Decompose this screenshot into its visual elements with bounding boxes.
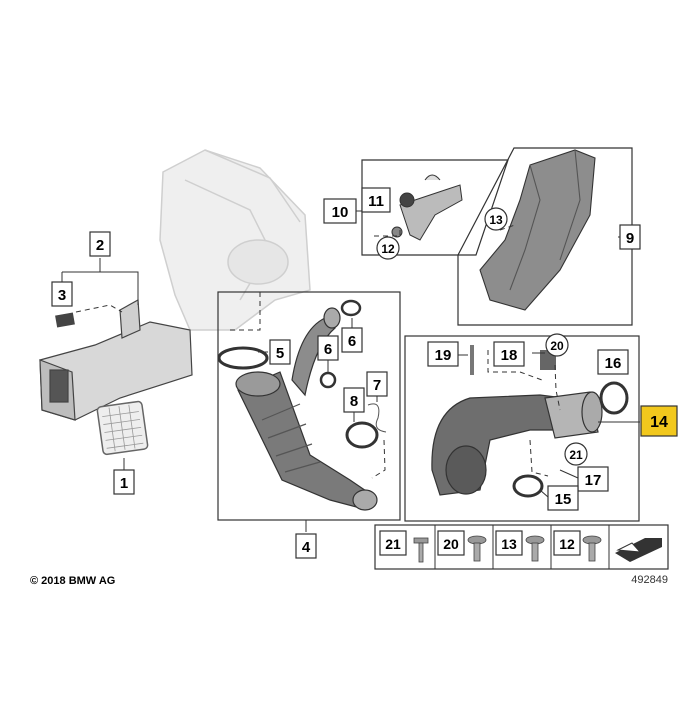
svg-text:14: 14 [650,414,668,431]
part-5-clamp [217,346,269,370]
callout-13-circle: 13 [484,207,508,231]
svg-text:5: 5 [276,345,284,362]
part-6-oring [319,371,337,389]
svg-text:15: 15 [555,491,572,508]
callout-19: 19 [427,341,459,367]
callout-5: 5 [269,339,291,365]
dashed-leaders [75,224,561,479]
callout-11: 11 [361,187,391,213]
part-1-filter [96,400,149,456]
bolt-icon [582,535,602,562]
svg-text:21: 21 [385,536,401,552]
callout-6: 6 [317,335,339,361]
part-6-oring-top [340,299,362,317]
svg-text:2: 2 [96,237,104,254]
svg-text:13: 13 [501,536,517,552]
legend-cell-13: 13 [495,530,545,562]
svg-text:11: 11 [368,193,384,210]
callout-10: 10 [323,198,357,224]
group-box-9 [457,147,633,326]
callout-3: 3 [51,281,73,307]
svg-text:1: 1 [120,475,128,492]
group-box-14 [404,335,640,522]
callout-7: 7 [366,371,388,397]
intake-duct [39,299,193,421]
svg-text:6: 6 [324,341,332,358]
svg-text:18: 18 [501,347,518,364]
callout-17: 17 [577,466,609,492]
svg-text:17: 17 [585,472,602,489]
svg-text:7: 7 [373,377,381,394]
callout-15: 15 [547,485,579,511]
screw-icon [413,537,429,563]
group-box-10 [361,159,509,256]
svg-text:21: 21 [569,448,583,462]
box-10-parts [391,174,463,241]
callout-1: 1 [113,469,135,495]
part-15-oring [512,474,544,498]
legend-cell-20: 20 [437,530,487,562]
callout-21-circle: 21 [564,442,588,466]
svg-text:6: 6 [348,333,356,350]
part-16-oring [599,381,629,415]
callout-8: 8 [343,387,365,413]
part-8-oring [345,421,379,449]
callout-14-highlight: 14 [640,405,678,437]
part-7-clip [367,403,387,433]
svg-text:12: 12 [381,242,395,256]
callout-20-circle: 20 [545,333,569,357]
callout-18: 18 [493,341,525,367]
callout-6-top: 6 [341,327,363,353]
svg-text:12: 12 [559,536,575,552]
callout-16: 16 [597,349,629,375]
part-19-sensor [470,345,474,375]
callout-2: 2 [89,231,111,257]
legend-cell-12: 12 [553,530,602,562]
svg-text:20: 20 [443,536,459,552]
svg-text:13: 13 [489,213,503,227]
svg-text:20: 20 [550,339,564,353]
legend-strip: 21 20 13 12 [374,524,669,570]
bolt-icon [525,535,545,562]
direction-arrow-icon [615,538,662,562]
svg-text:9: 9 [626,230,634,247]
callout-4: 4 [295,533,317,559]
svg-text:19: 19 [435,347,452,364]
copyright-text: © 2018 BMW AG [30,575,115,587]
svg-text:4: 4 [302,539,311,556]
bolt-icon [467,535,487,562]
legend-cell-21: 21 [379,530,429,563]
svg-text:16: 16 [605,355,622,372]
group-box-4 [217,291,401,521]
part-3-pad [55,312,75,328]
callout-9: 9 [619,224,641,250]
svg-text:3: 3 [58,287,66,304]
callout-12-circle: 12 [376,236,400,260]
svg-text:8: 8 [350,393,358,410]
svg-text:10: 10 [332,204,349,221]
air-filter-housing-ghost [159,149,311,331]
diagram-number: 492849 [631,574,668,586]
